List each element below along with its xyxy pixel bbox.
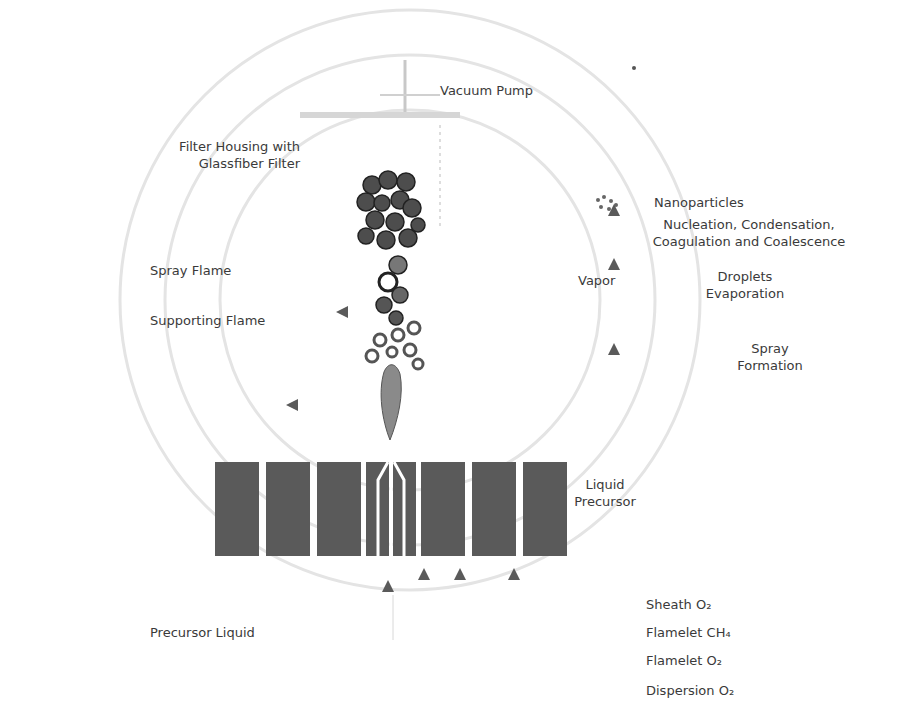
- annotation-label: Nucleation, Condensation, Coagulation an…: [634, 216, 864, 250]
- feed-line: [393, 595, 394, 640]
- annotation-label: Filter Housing with Glassfiber Filter: [150, 138, 300, 172]
- watermark-seal: [120, 10, 700, 590]
- annotation-label: Precursor Liquid: [150, 624, 310, 641]
- annotation-label: Liquid Precursor: [570, 476, 640, 510]
- annotation-label: Vacuum Pump: [440, 82, 580, 99]
- annotation-label: Flamelet O₂: [646, 652, 806, 669]
- annotation-label: Vapor: [578, 272, 648, 289]
- annotation-label: Supporting Flame: [150, 312, 300, 329]
- annotation-label: Spray Formation: [720, 340, 820, 374]
- droplets: [366, 322, 423, 369]
- burner-channels: [378, 462, 404, 556]
- burner-nozzle: [215, 462, 567, 556]
- annotation-label: Spray Flame: [150, 262, 270, 279]
- annotation-label: Sheath O₂: [646, 596, 806, 613]
- flow-arrowheads: [286, 204, 620, 592]
- annotation-label: Dispersion O₂: [646, 682, 806, 699]
- growing-particles: [376, 256, 408, 325]
- annotation-label: Flamelet CH₄: [646, 624, 806, 641]
- spray-cone: [381, 365, 401, 440]
- filter-housing: [300, 60, 460, 230]
- dot: [632, 66, 636, 70]
- annotation-label: Droplets Evaporation: [680, 268, 810, 302]
- annotation-label: Nanoparticles: [654, 194, 784, 211]
- particle-aggregate: [357, 171, 425, 249]
